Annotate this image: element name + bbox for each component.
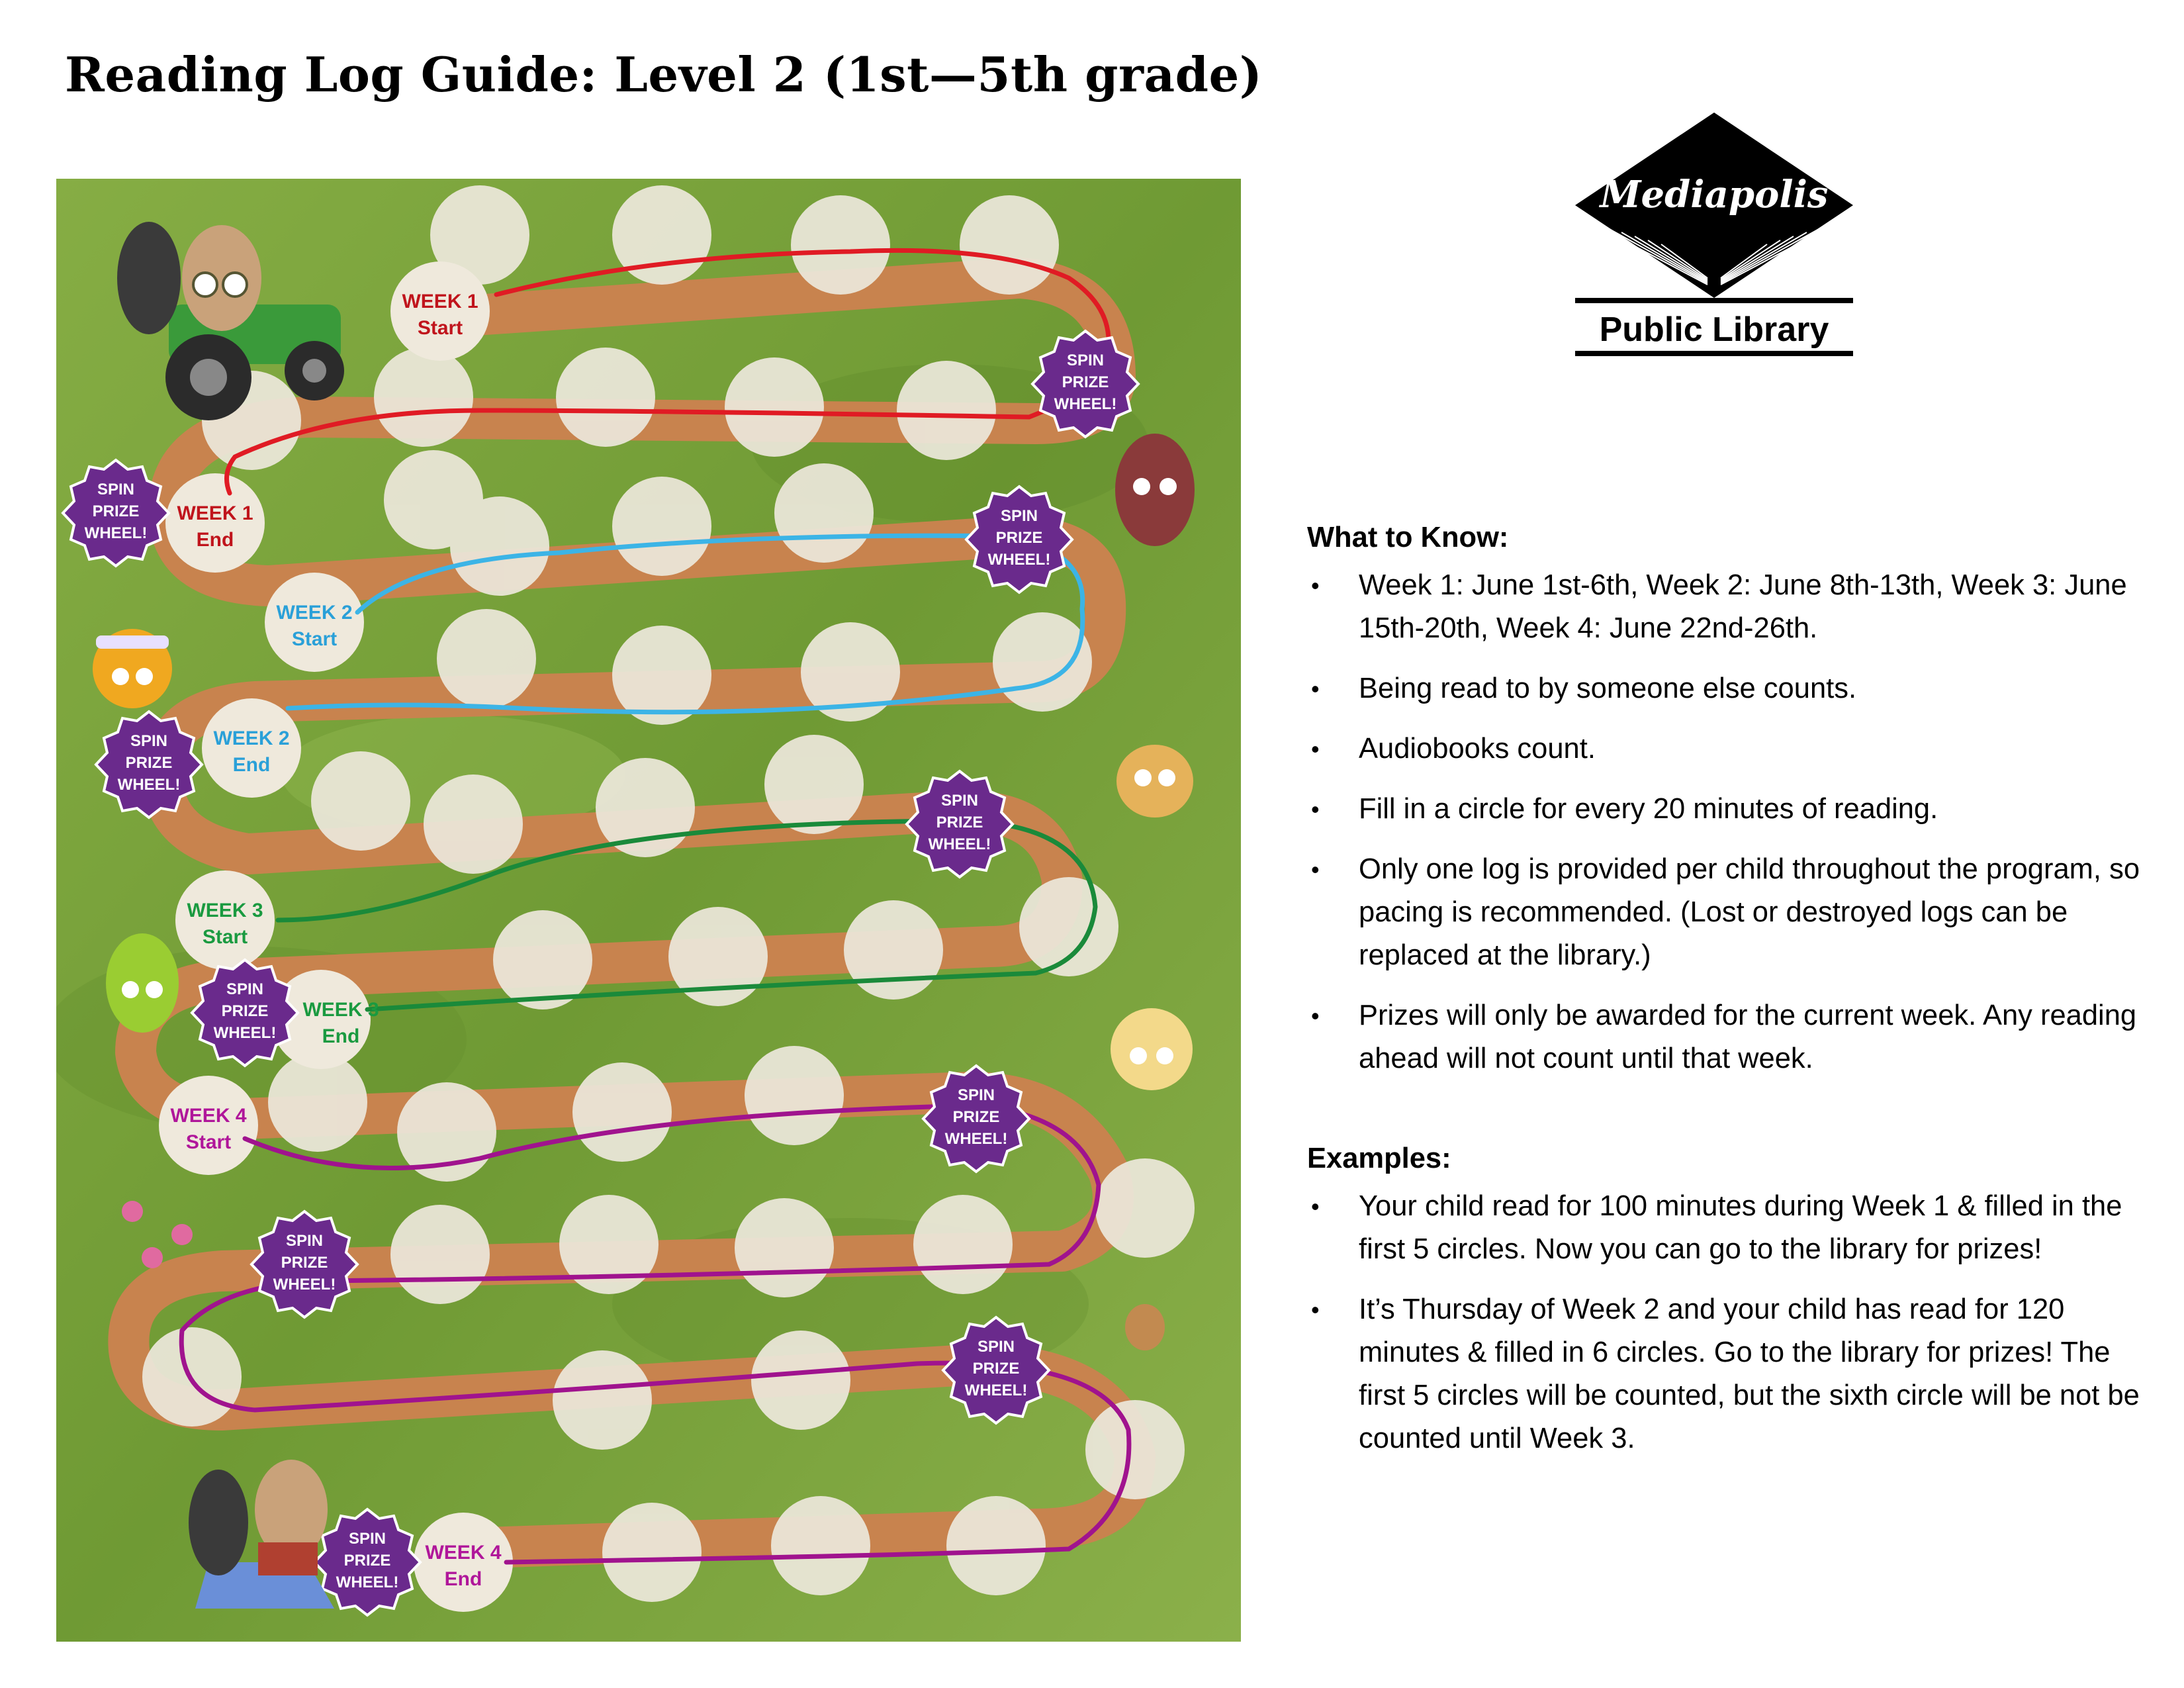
library-logo: Mediapolis Public Library xyxy=(1569,109,1860,361)
logo-name: Mediapolis xyxy=(1599,173,1829,216)
bullet-icon: • xyxy=(1311,735,1320,763)
bullet-icon: • xyxy=(1311,1296,1320,1323)
nut-character xyxy=(1116,745,1193,818)
list-item: •Week 1: June 1st-6th, Week 2: June 8th-… xyxy=(1307,564,2141,650)
week4-line xyxy=(179,1103,1132,1565)
what-to-know-list: •Week 1: June 1st-6th, Week 2: June 8th-… xyxy=(1307,564,2141,1080)
examples-heading: Examples: xyxy=(1307,1143,1451,1174)
list-item: •It’s Thursday of Week 2 and your child … xyxy=(1307,1288,2141,1460)
yellow-ball-character xyxy=(93,629,172,708)
donut-character xyxy=(1111,1008,1193,1090)
list-item: •Fill in a circle for every 20 minutes o… xyxy=(1307,788,2141,831)
logo-subtitle: Public Library xyxy=(1600,310,1829,349)
list-item: •Being read to by someone else counts. xyxy=(1307,667,2141,710)
puppy-character xyxy=(1125,1304,1165,1350)
week2-line xyxy=(285,533,1085,715)
list-item: •Only one log is provided per child thro… xyxy=(1307,848,2141,977)
examples-list: •Your child read for 100 minutes during … xyxy=(1307,1185,2141,1460)
page-title: Reading Log Guide: Level 2 (1st—5th grad… xyxy=(65,46,1263,103)
flowers-illustration xyxy=(122,1201,193,1268)
week3-line xyxy=(275,818,1098,1012)
bullet-icon: • xyxy=(1311,675,1320,702)
list-item: •Prizes will only be awarded for the cur… xyxy=(1307,994,2141,1080)
bullet-icon: • xyxy=(1311,572,1320,599)
info-panel: What to Know: •Week 1: June 1st-6th, Wee… xyxy=(1307,516,2141,1477)
bullet-icon: • xyxy=(1311,1193,1320,1220)
tractor-seeds-illustration xyxy=(117,222,344,420)
bullet-icon: • xyxy=(1311,1002,1320,1029)
bullet-icon: • xyxy=(1311,856,1320,883)
green-pear-character xyxy=(106,933,179,1033)
picnic-seeds-illustration xyxy=(189,1460,334,1609)
what-to-know-heading: What to Know: xyxy=(1307,522,1509,553)
list-item: •Audiobooks count. xyxy=(1307,727,2141,771)
bullet-icon: • xyxy=(1311,796,1320,823)
potato-character xyxy=(1115,434,1195,546)
list-item: •Your child read for 100 minutes during … xyxy=(1307,1185,2141,1271)
